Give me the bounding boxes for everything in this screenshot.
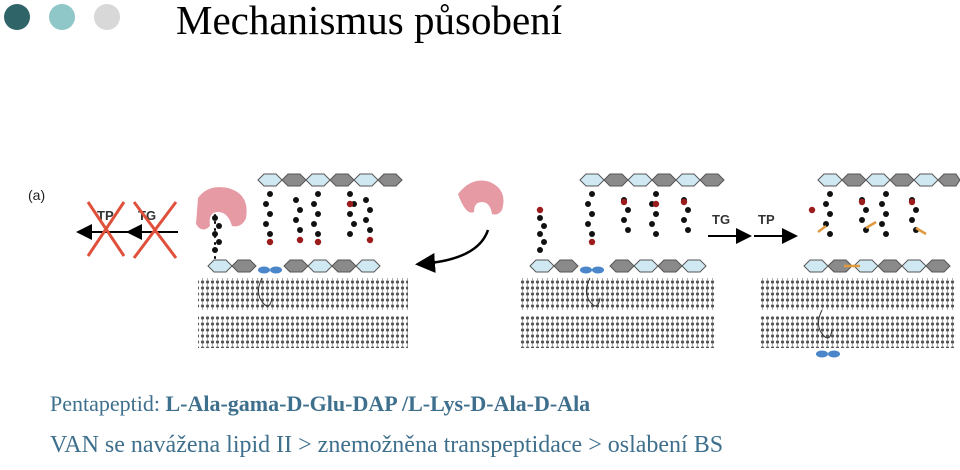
- blocked-transglycosylase: TG: [126, 201, 178, 259]
- step-label-tg: TG: [712, 212, 730, 227]
- panel-2: [520, 173, 725, 348]
- dot-dark: [4, 4, 30, 30]
- vancomycin-shape: [196, 187, 247, 230]
- panel-3: [760, 173, 960, 358]
- reaction-steps: TG TP: [708, 212, 798, 244]
- panel-label: (a): [28, 187, 45, 203]
- decorative-dots: [0, 4, 130, 32]
- dot-teal: [49, 4, 75, 30]
- vancomycin-caption: VAN se navážena lipid II > znemožněna tr…: [50, 432, 724, 458]
- binding-arrow: [415, 180, 504, 273]
- mechanism-diagram: (a) TP TG: [28, 173, 960, 358]
- pentapeptide-caption: Pentapeptid: L-Ala-gama-D-Glu-DAP /L-Lys…: [50, 391, 590, 417]
- pentapeptide-prefix: Pentapeptid:: [50, 391, 166, 416]
- blocked-transpeptidase: TP: [76, 201, 128, 257]
- pentapeptide-sequence: L-Ala-gama-D-Glu-DAP /L-Lys-D-Ala-D-Ala: [165, 391, 591, 416]
- panel-1: [196, 173, 408, 348]
- step-label-tp: TP: [758, 212, 775, 227]
- dot-grey: [94, 4, 120, 30]
- slide-title: Mechanismus působení: [176, 0, 563, 43]
